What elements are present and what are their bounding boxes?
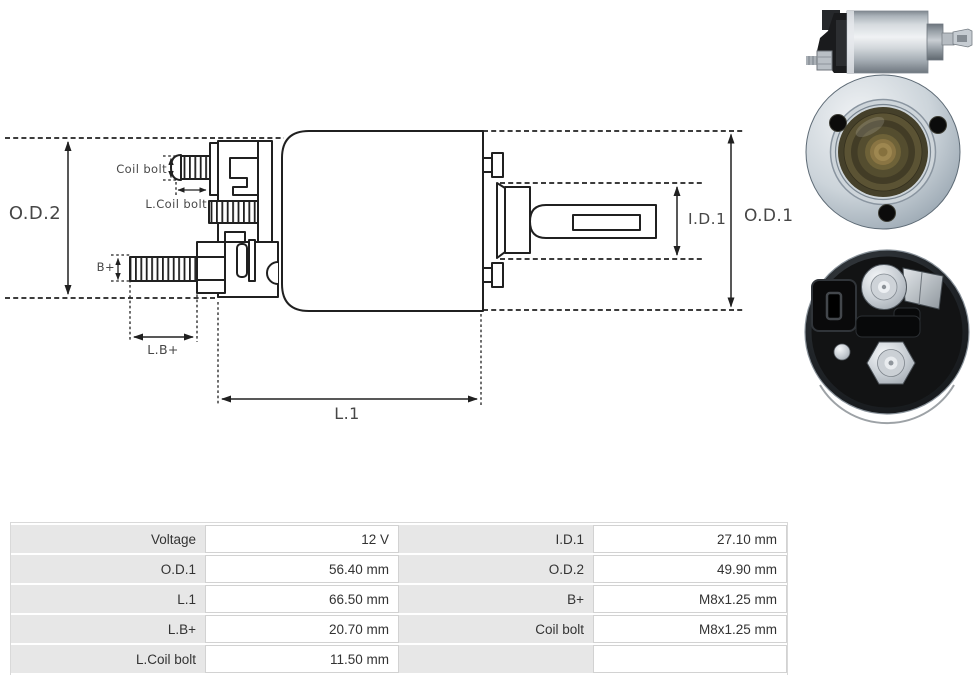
dimension-arrows bbox=[64, 133, 735, 403]
mounting-hole bbox=[878, 204, 896, 222]
clip-bottom-small bbox=[482, 267, 493, 283]
spec-label-cell: O.D.1 bbox=[11, 555, 205, 583]
spec-label-cell: L.1 bbox=[11, 585, 205, 613]
clip-bottom bbox=[491, 262, 504, 288]
spec-label-cell: L.Coil bolt bbox=[11, 645, 205, 673]
bracket-pin-flange bbox=[248, 239, 256, 282]
bracket-pin bbox=[236, 243, 248, 278]
spec-value-cell: M8x1.25 mm bbox=[593, 615, 787, 643]
bplus-hex-nut bbox=[196, 241, 226, 294]
spec-label-cell: Coil bolt bbox=[399, 615, 593, 643]
spec-label-cell: Voltage bbox=[11, 525, 205, 553]
plunger-slot bbox=[572, 214, 641, 231]
coil-bolt-thread bbox=[180, 155, 211, 180]
plunger-bushing bbox=[504, 186, 531, 254]
spec-value-cell bbox=[593, 645, 787, 673]
spec-value-cell: 56.40 mm bbox=[205, 555, 399, 583]
spec-table: Voltage 12 V I.D.1 27.10 mm O.D.1 56.40 … bbox=[11, 523, 787, 675]
extension-dotted-lines bbox=[111, 155, 482, 405]
spec-value-cell: 27.10 mm bbox=[593, 525, 787, 553]
spec-value-cell: 66.50 mm bbox=[205, 585, 399, 613]
coil-bolt-plate bbox=[209, 142, 219, 196]
solenoid-body-outline bbox=[281, 130, 484, 312]
solenoid-technical-drawing: O.D.2 O.D.1 I.D.1 L.1 Coil bolt L.Coil b… bbox=[5, 130, 793, 423]
coil-bolt-cap bbox=[170, 154, 182, 181]
terminal-bracket bbox=[129, 140, 279, 298]
id1-label: I.D.1 bbox=[688, 210, 726, 228]
plunger-cone bbox=[496, 182, 506, 259]
spec-label-cell: O.D.2 bbox=[399, 555, 593, 583]
solenoid-side-photo bbox=[806, 10, 973, 74]
rivet-detail bbox=[833, 343, 851, 361]
clip-top-small bbox=[482, 157, 493, 173]
spec-label-cell: I.D.1 bbox=[399, 525, 593, 553]
mounting-hole bbox=[929, 116, 947, 134]
spec-value-cell: 49.90 mm bbox=[593, 555, 787, 583]
spec-value-cell: 20.70 mm bbox=[205, 615, 399, 643]
spec-value-cell: M8x1.25 mm bbox=[593, 585, 787, 613]
od1-label: O.D.1 bbox=[744, 206, 793, 226]
solenoid-front-flange-photo bbox=[805, 74, 961, 230]
table-row: L.1 66.50 mm B+ M8x1.25 mm bbox=[11, 585, 787, 613]
reference-dashed-lines bbox=[5, 130, 744, 311]
od2-label: O.D.2 bbox=[9, 203, 61, 224]
spec-label-cell bbox=[399, 645, 593, 673]
l1-label: L.1 bbox=[334, 404, 359, 423]
table-row: Voltage 12 V I.D.1 27.10 mm bbox=[11, 525, 787, 553]
table-row: L.B+ 20.70 mm Coil bolt M8x1.25 mm bbox=[11, 615, 787, 643]
bracket-arc-detail bbox=[266, 261, 279, 285]
bracket-step bbox=[224, 231, 246, 243]
mounting-hole bbox=[829, 114, 847, 132]
coil-bolt-label: Coil bolt bbox=[116, 162, 167, 176]
spec-label-cell: L.B+ bbox=[11, 615, 205, 643]
spec-table-container: Voltage 12 V I.D.1 27.10 mm O.D.1 56.40 … bbox=[10, 522, 788, 675]
spec-label-cell: B+ bbox=[399, 585, 593, 613]
bplus-stud-thread bbox=[129, 256, 198, 282]
lcoil-bolt-thread bbox=[208, 200, 259, 224]
clip-top bbox=[491, 152, 504, 178]
b-plus-label: B+ bbox=[97, 260, 115, 274]
solenoid-rear-terminals-photo bbox=[804, 249, 970, 425]
product-photos bbox=[804, 10, 973, 425]
lever-detail bbox=[855, 315, 921, 338]
l-coil-bolt-label: L.Coil bolt bbox=[145, 197, 207, 211]
table-row: O.D.1 56.40 mm O.D.2 49.90 mm bbox=[11, 555, 787, 583]
table-row: L.Coil bolt 11.50 mm bbox=[11, 645, 787, 673]
bracket-notch bbox=[229, 157, 259, 196]
spec-value-cell: 11.50 mm bbox=[205, 645, 399, 673]
plunger-assembly bbox=[482, 152, 657, 288]
spec-value-cell: 12 V bbox=[205, 525, 399, 553]
l-b-plus-label: L.B+ bbox=[147, 342, 179, 357]
